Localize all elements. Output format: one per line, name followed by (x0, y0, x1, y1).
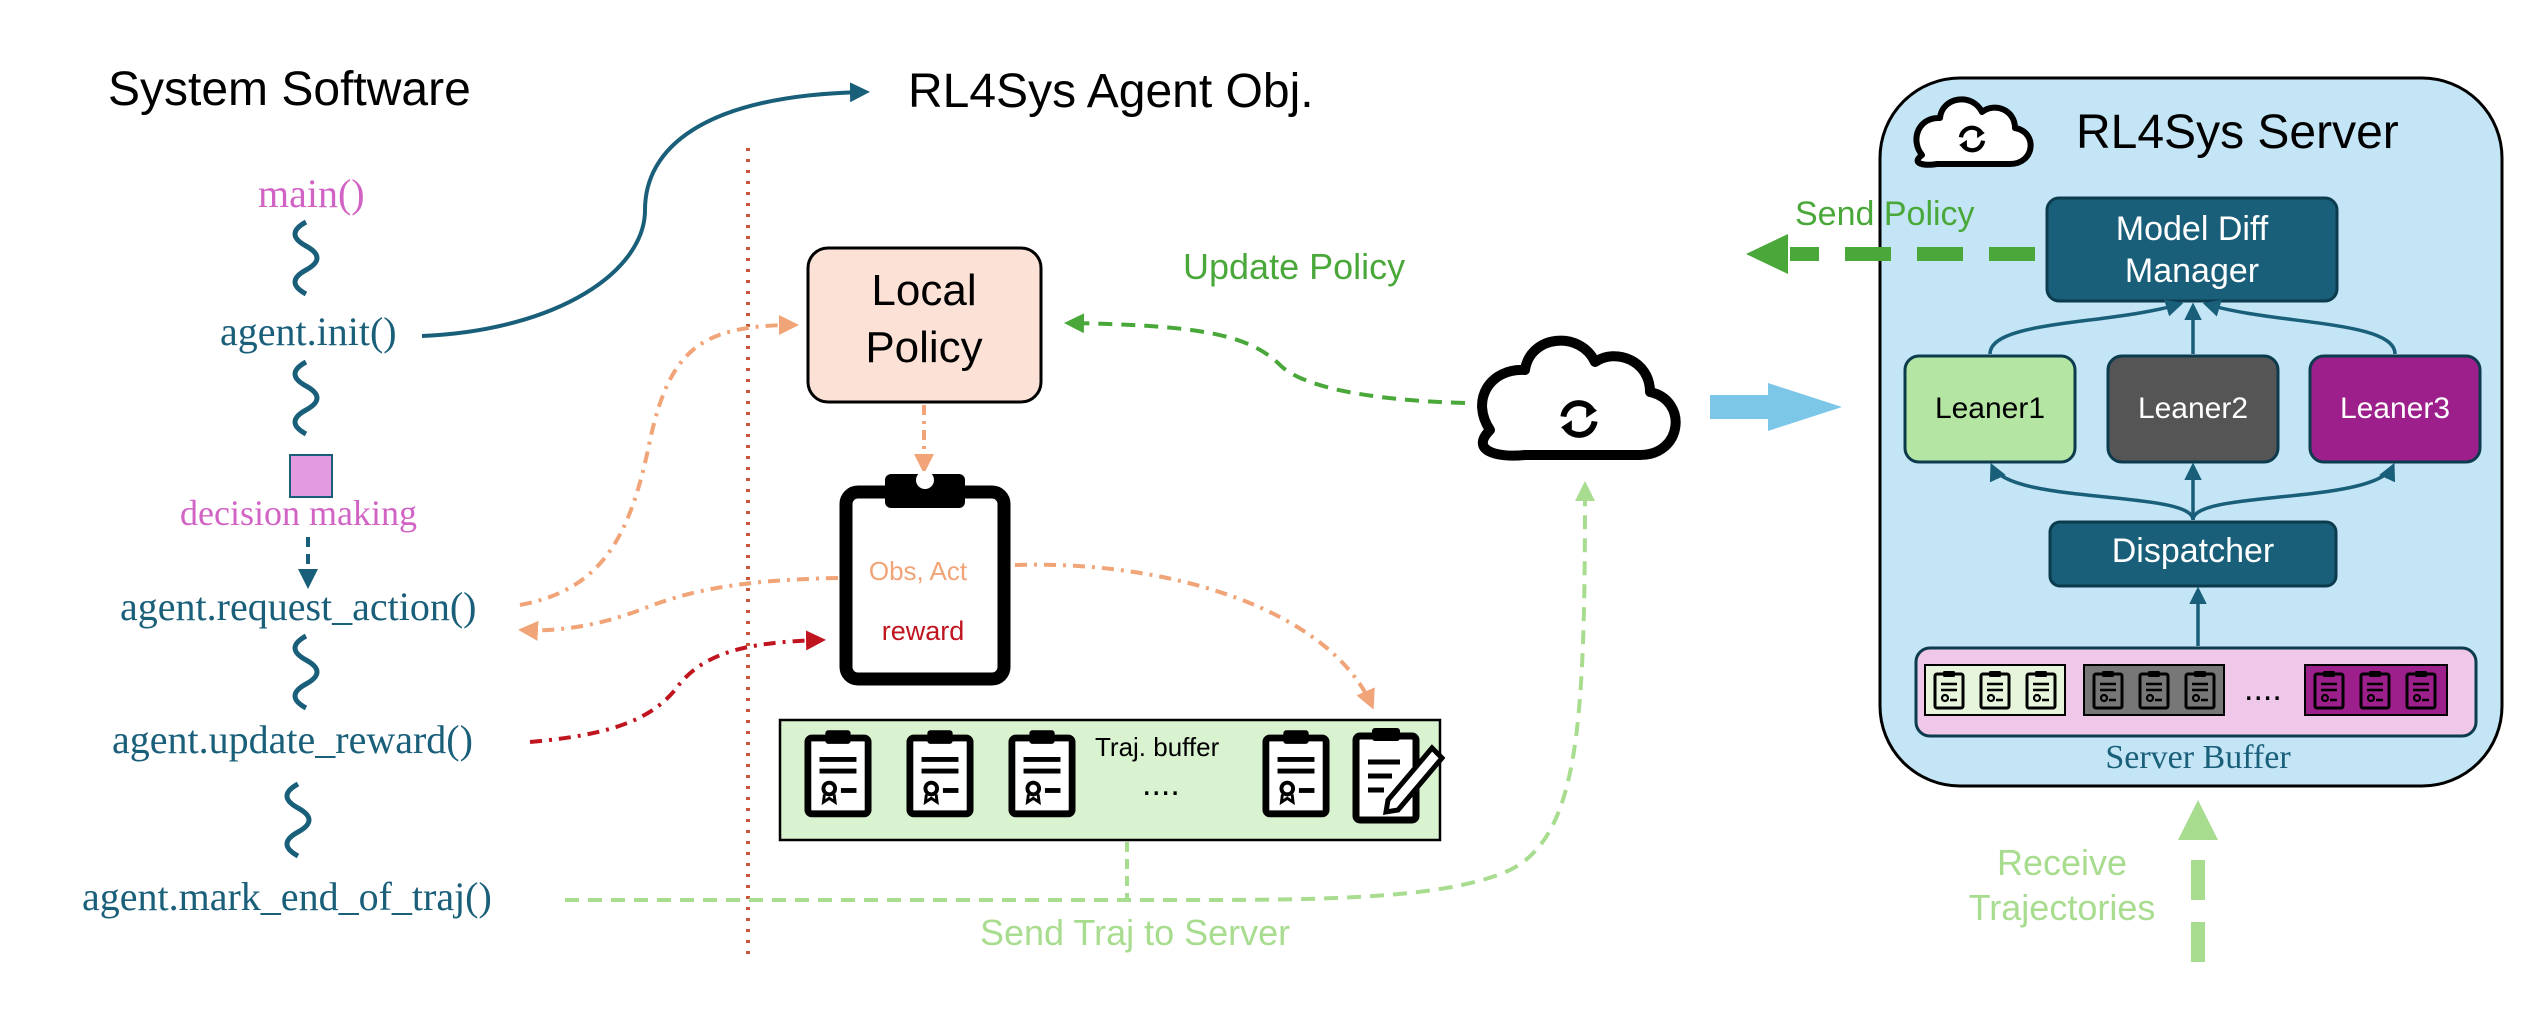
traj-buffer-label: Traj. buffer (1095, 732, 1220, 762)
action-return-arrow (518, 576, 839, 641)
receive-trajectories-label: Trajectories (1969, 887, 2156, 928)
reward-arrow (529, 630, 826, 744)
model-diff-manager-label: Manager (2125, 252, 2259, 290)
decision-making-square (289, 454, 333, 498)
local-policy-box: Local Policy (806, 246, 1043, 404)
cloud-sync-icon (1477, 335, 1681, 461)
server-buffer-ellipsis: .... (2244, 670, 2282, 708)
send-traj-label: Send Traj to Server (980, 912, 1290, 953)
reward-label: reward (882, 616, 965, 646)
update-policy-label: Update Policy (1183, 246, 1405, 287)
mark-end-of-traj-label: agent.mark_end_of_traj() (82, 874, 492, 919)
decision-making-label: decision making (180, 493, 417, 533)
dispatcher-to-learner-arrow (1989, 462, 2195, 521)
clipboard-to-buffer-arrow (1014, 562, 1375, 710)
trajectory-clipboard-icon (1266, 730, 1326, 814)
server-buffer-label: Server Buffer (2105, 739, 2291, 776)
buffer-group-green (1924, 664, 2066, 716)
clipboard-pencil-icon (1352, 728, 1446, 824)
send-traj-arrow (565, 481, 1595, 903)
system-software-title: System Software (108, 63, 471, 116)
update-reward-label: agent.update_reward() (112, 717, 473, 762)
learner2-label: Leaner2 (2138, 392, 2248, 425)
local-policy-label: Local (871, 266, 976, 315)
dispatcher-box (2048, 520, 2338, 588)
traj-buffer-ellipsis: .... (1142, 765, 1180, 803)
send-policy-label: Send Policy (1795, 195, 1975, 233)
squiggle-connector (284, 781, 312, 859)
local-policy-label: Policy (865, 323, 982, 372)
model-diff-manager-label: Model Diff (2116, 210, 2269, 248)
request-action-label: agent.request_action() (120, 584, 477, 629)
learner-to-manager-arrow (1988, 299, 2184, 355)
to-server-arrow (1710, 383, 1842, 431)
server-cloud-icon (1913, 96, 2034, 168)
server-title: RL4Sys Server (2076, 106, 2399, 159)
squiggle-connector (292, 359, 320, 437)
agent-obj-title: RL4Sys Agent Obj. (908, 65, 1314, 118)
model-diff-manager-box (2045, 196, 2339, 303)
request-to-policy-arrow (519, 315, 799, 607)
init-to-agent-arrow (421, 82, 870, 338)
learner1-box (1903, 354, 2077, 464)
buffer-group-gray (2083, 664, 2225, 716)
receive-trajectories-arrow (2178, 800, 2218, 962)
trajectory-clipboard-icon (910, 730, 970, 814)
squiggle-connector (292, 633, 320, 711)
clipboard-icon (839, 471, 1011, 686)
learner3-label: Leaner3 (2340, 392, 2450, 425)
learner1-label: Leaner1 (1935, 392, 2045, 425)
learner-to-manager-arrow (2202, 299, 2397, 355)
squiggle-connector (292, 219, 320, 297)
send-policy-arrow (1746, 234, 2035, 274)
learner2-box (2106, 354, 2280, 464)
traj-buffer-box (778, 718, 1442, 842)
receive-trajectories-label: Receive (1997, 842, 2127, 883)
main-fn-label: main() (258, 171, 365, 216)
obs-act-label: Obs, Act (869, 556, 968, 586)
trajectory-clipboard-icon (1012, 730, 1072, 814)
update-policy-arrow (1064, 313, 1466, 405)
trajectory-clipboard-icon (808, 730, 868, 814)
agent-init-label: agent.init() (220, 309, 397, 354)
dispatcher-to-learner-arrow (2191, 462, 2396, 521)
dispatcher-label: Dispatcher (2112, 532, 2275, 570)
buffer-group-purple (2304, 664, 2448, 716)
learner3-box (2308, 354, 2482, 464)
